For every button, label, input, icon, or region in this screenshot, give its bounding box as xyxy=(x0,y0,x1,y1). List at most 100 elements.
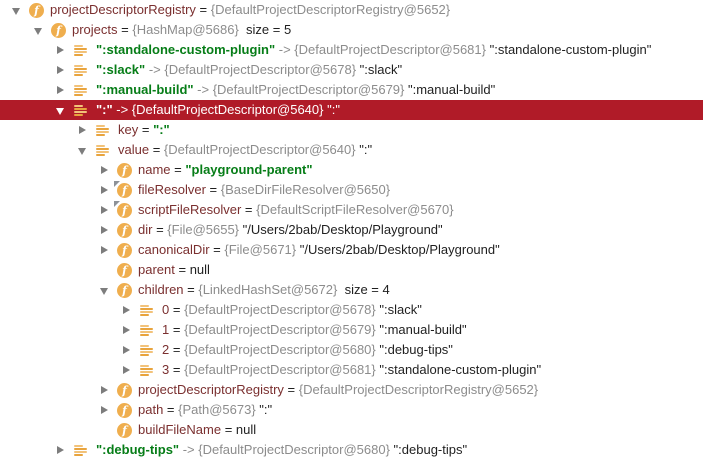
row-label: projectDescriptorRegistry = {DefaultProj… xyxy=(138,380,538,400)
field-icon: f xyxy=(29,2,44,18)
label-segment-value: ":standalone-custom-plugin" xyxy=(489,42,652,57)
label-segment-eq: = xyxy=(169,362,185,377)
label-segment-value: "/Users/2bab/Desktop/Playground" xyxy=(242,222,443,237)
tree-row[interactable]: ":standalone-custom-plugin" -> {DefaultP… xyxy=(0,40,703,60)
tree-row[interactable]: f canonicalDir = {File@5671} "/Users/2ba… xyxy=(0,240,703,260)
tree-row[interactable]: f name = "playground-parent" xyxy=(0,160,703,180)
label-segment-ref: -> {DefaultProjectDescriptor@5681} xyxy=(275,42,490,57)
row-label: projectDescriptorRegistry = {DefaultProj… xyxy=(50,0,450,20)
expand-arrow-icon[interactable] xyxy=(56,65,65,75)
tree-row[interactable]: ":manual-build" -> {DefaultProjectDescri… xyxy=(0,80,703,100)
expand-arrow-icon[interactable] xyxy=(122,345,131,355)
row-label: ":manual-build" -> {DefaultProjectDescri… xyxy=(96,80,495,100)
map-entry-icon xyxy=(140,323,155,338)
tree-row[interactable]: 1 = {DefaultProjectDescriptor@5679} ":ma… xyxy=(0,320,703,340)
field-icon: f xyxy=(117,282,132,298)
label-segment-name: name xyxy=(138,162,171,177)
tree-row[interactable]: key = ":" xyxy=(0,120,703,140)
label-segment-eq: = xyxy=(152,222,168,237)
label-segment-eq: = xyxy=(169,342,185,357)
label-segment-name: dir xyxy=(138,222,153,237)
label-segment-ref: {DefaultProjectDescriptor@5640} xyxy=(163,142,360,157)
map-entry-icon xyxy=(74,443,89,458)
expand-arrow-icon[interactable] xyxy=(100,205,109,215)
tree-row[interactable]: ":debug-tips" -> {DefaultProjectDescript… xyxy=(0,440,703,460)
expand-arrow-icon[interactable] xyxy=(100,165,109,175)
row-label: key = ":" xyxy=(118,120,170,140)
tree-row[interactable]: f projectDescriptorRegistry = {DefaultPr… xyxy=(0,0,703,20)
tree-row[interactable]: 0 = {DefaultProjectDescriptor@5678} ":sl… xyxy=(0,300,703,320)
label-segment-name: 0 xyxy=(162,302,170,317)
tree-row[interactable]: value = {DefaultProjectDescriptor@5640} … xyxy=(0,140,703,160)
tree-row[interactable]: f buildFileName = null xyxy=(0,420,703,440)
expand-arrow-icon[interactable] xyxy=(122,365,131,375)
expand-arrow-icon[interactable] xyxy=(100,286,109,295)
expand-arrow-icon[interactable] xyxy=(78,146,87,155)
label-segment-ref: {DefaultScriptFileResolver@5670} xyxy=(256,202,454,217)
expand-arrow-icon[interactable] xyxy=(56,445,65,455)
label-segment-value: ":" xyxy=(359,142,373,157)
expand-arrow-icon[interactable] xyxy=(100,185,109,195)
expand-arrow-icon[interactable] xyxy=(56,106,65,115)
label-segment-eq: = xyxy=(283,382,299,397)
map-entry-icon xyxy=(74,63,89,78)
expand-arrow-icon[interactable] xyxy=(122,305,131,315)
expand-arrow-icon[interactable] xyxy=(12,6,21,15)
field-icon: f xyxy=(117,422,132,438)
label-segment-name: projects xyxy=(72,22,118,37)
row-label: name = "playground-parent" xyxy=(138,160,313,180)
label-segment-eq: = xyxy=(117,22,133,37)
tree-row[interactable]: ":slack" -> {DefaultProjectDescriptor@56… xyxy=(0,60,703,80)
tree-row[interactable]: f fileResolver = {BaseDirFileResolver@56… xyxy=(0,180,703,200)
label-segment-value: ":debug-tips" xyxy=(379,342,453,357)
label-segment-name: projectDescriptorRegistry xyxy=(50,2,196,17)
label-segment-eq: = xyxy=(221,422,236,437)
label-segment-name: projectDescriptorRegistry xyxy=(138,382,284,397)
expand-arrow-icon[interactable] xyxy=(56,45,65,55)
row-label: projects = {HashMap@5686} size = 5 xyxy=(72,20,291,40)
expand-arrow-icon[interactable] xyxy=(100,225,109,235)
expand-arrow-icon[interactable] xyxy=(122,325,131,335)
field-icon: f xyxy=(117,402,132,418)
label-segment-name: key xyxy=(118,122,139,137)
label-segment-value: "/Users/2bab/Desktop/Playground" xyxy=(299,242,500,257)
label-segment-value: ":manual-build" xyxy=(408,82,496,97)
label-segment-ref: {DefaultProjectDescriptorRegistry@5652} xyxy=(298,382,539,397)
row-label: value = {DefaultProjectDescriptor@5640} … xyxy=(118,140,372,160)
tree-row[interactable]: f children = {LinkedHashSet@5672} size =… xyxy=(0,280,703,300)
map-entry-icon xyxy=(140,303,155,318)
label-segment-ref: {File@5655} xyxy=(167,222,243,237)
expand-arrow-icon[interactable] xyxy=(34,26,43,35)
label-segment-value: ":debug-tips" xyxy=(393,442,468,457)
expand-arrow-icon[interactable] xyxy=(100,245,109,255)
expand-arrow-icon[interactable] xyxy=(100,385,109,395)
label-segment-value: null xyxy=(235,422,257,437)
row-label: 0 = {DefaultProjectDescriptor@5678} ":sl… xyxy=(162,300,422,320)
row-label: parent = null xyxy=(138,260,210,280)
row-label: path = {Path@5673} ":" xyxy=(138,400,272,420)
expand-arrow-icon xyxy=(100,266,109,275)
tree-row[interactable]: f projects = {HashMap@5686} size = 5 xyxy=(0,20,703,40)
tree-row[interactable]: f scriptFileResolver = {DefaultScriptFil… xyxy=(0,200,703,220)
tree-row[interactable]: f dir = {File@5655} "/Users/2bab/Desktop… xyxy=(0,220,703,240)
expand-arrow-icon[interactable] xyxy=(78,125,87,135)
label-segment-ref: {HashMap@5686} xyxy=(132,22,239,37)
label-segment-ref: {DefaultProjectDescriptor@5680} xyxy=(184,342,380,357)
label-segment-value: ":" xyxy=(259,402,273,417)
tree-row[interactable]: f path = {Path@5673} ":" xyxy=(0,400,703,420)
label-segment-value: ":standalone-custom-plugin" xyxy=(379,362,542,377)
tree-row[interactable]: ":" -> {DefaultProjectDescriptor@5640} "… xyxy=(0,100,703,120)
expand-arrow-icon[interactable] xyxy=(56,85,65,95)
tree-row[interactable]: 3 = {DefaultProjectDescriptor@5681} ":st… xyxy=(0,360,703,380)
field-icon: f xyxy=(117,162,132,178)
label-segment-eq: = xyxy=(183,282,199,297)
tree-row[interactable]: f projectDescriptorRegistry = {DefaultPr… xyxy=(0,380,703,400)
label-segment-ref: {Path@5673} xyxy=(178,402,260,417)
tree-row[interactable]: f parent = null xyxy=(0,260,703,280)
expand-arrow-icon[interactable] xyxy=(100,405,109,415)
label-segment-ref: -> {DefaultProjectDescriptor@5679} xyxy=(193,82,408,97)
tree-row[interactable]: 2 = {DefaultProjectDescriptor@5680} ":de… xyxy=(0,340,703,360)
label-segment-value: ":" xyxy=(327,102,340,117)
label-segment-name: 1 xyxy=(162,322,170,337)
